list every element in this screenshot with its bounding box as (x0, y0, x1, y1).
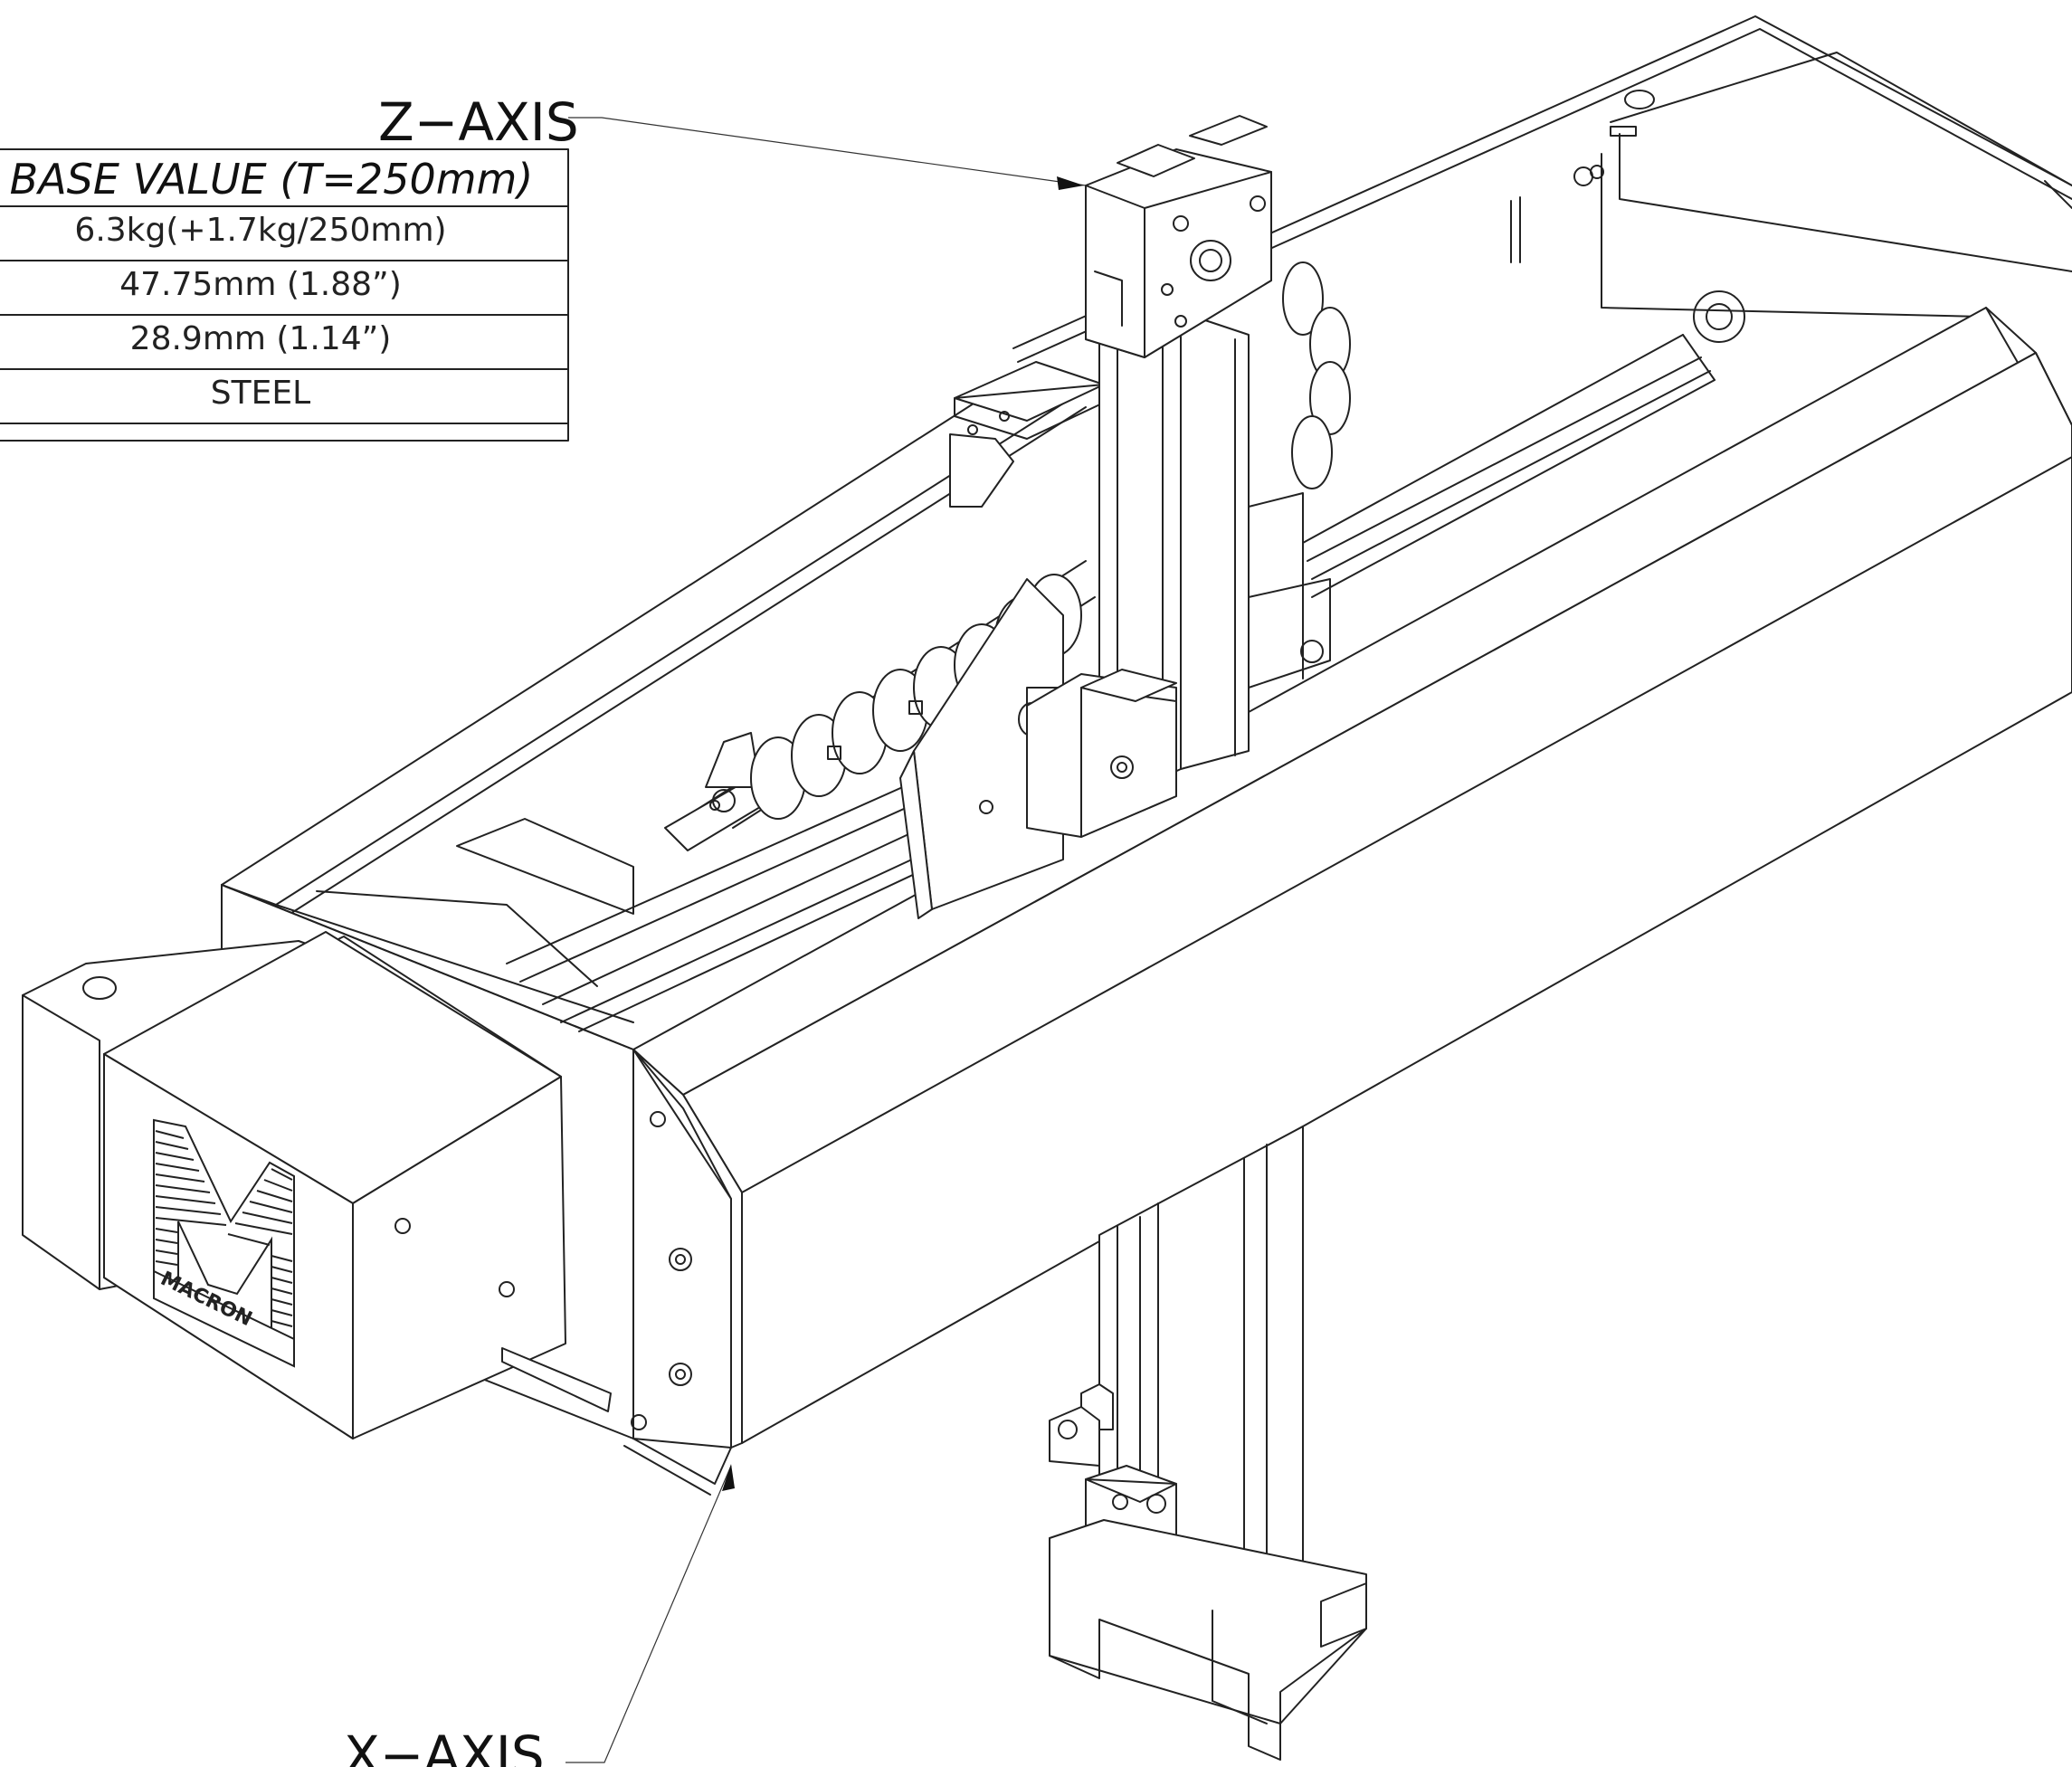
z-axis-column (1026, 115, 1331, 838)
spec-table: BASE VALUE (T=250mm) 6.3kg(+1.7kg/250mm)… (0, 148, 569, 442)
motor-gearbox: MACRON (22, 931, 612, 1439)
spec-table-row: 6.3kg(+1.7kg/250mm) (74, 212, 446, 249)
z-axis-label: Z−AXIS (378, 91, 579, 153)
linear-rail (506, 165, 1745, 1032)
z-axis-leg (1049, 1126, 1367, 1761)
spec-table-row: 28.9mm (1.14”) (130, 320, 392, 357)
macron-logo: MACRON (153, 1118, 295, 1368)
leader-lines (566, 117, 1087, 1763)
spec-table-header: BASE VALUE (T=250mm) (10, 155, 534, 204)
spec-table-row: STEEL (211, 375, 310, 412)
spec-table-row: 47.75mm (1.88”) (119, 266, 402, 303)
x-axis-label: X−AXIS (344, 1724, 545, 1767)
